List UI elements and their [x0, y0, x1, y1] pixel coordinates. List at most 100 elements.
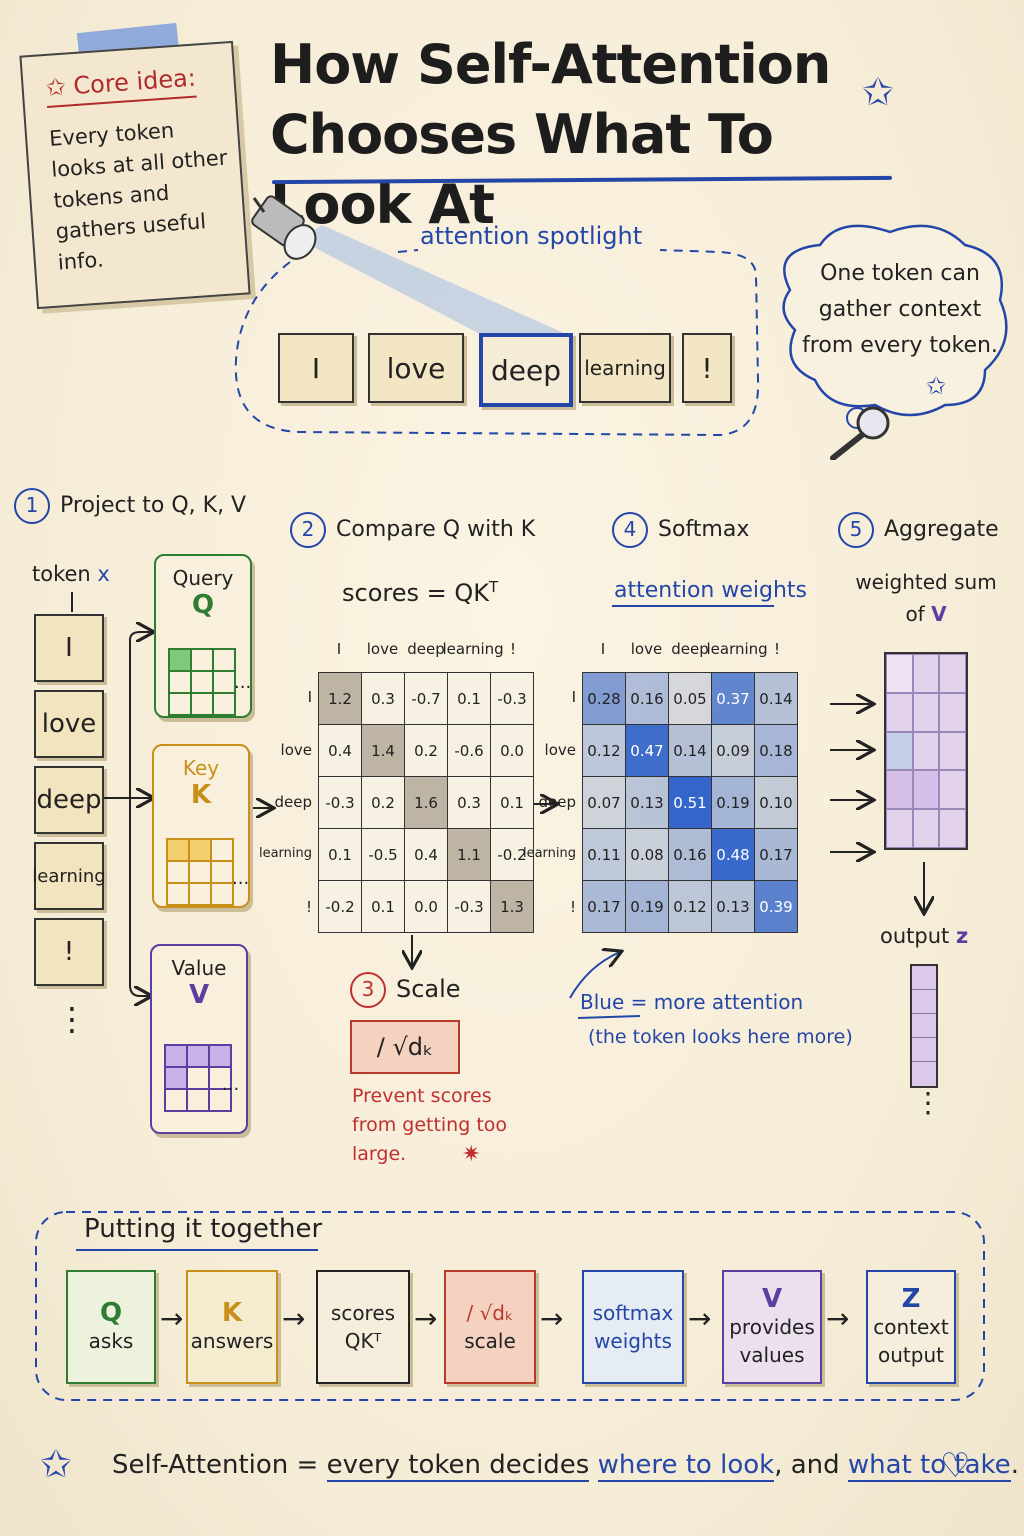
matrix-cell: 0.2	[361, 776, 405, 829]
matrix-cell: 0.28	[582, 672, 626, 725]
legend-subtext: (the token looks here more)	[588, 1026, 853, 1048]
matrix-cell: 0.2	[404, 724, 448, 777]
matrix-cell: -0.2	[490, 828, 534, 881]
weighted-sum-label: weighted sum of V	[855, 570, 997, 626]
pipeline-step-top: V	[761, 1284, 783, 1314]
matrix-cell: 0.18	[754, 724, 798, 777]
scale-note: Prevent scores from getting too large.	[352, 1085, 508, 1165]
matrix-col-header: learning	[706, 640, 768, 658]
pipeline-arrow-icon: →	[688, 1302, 712, 1335]
pipeline-step-bottom: weights	[594, 1329, 672, 1353]
thought-cloud	[782, 224, 1008, 417]
matrix-row-header: deep	[274, 793, 313, 811]
matrix-cell: 0.37	[711, 672, 755, 725]
matrix-row-header: love	[280, 740, 312, 759]
pipeline-step-top: / √dₖ	[466, 1301, 514, 1325]
value-matrix-icon	[164, 1044, 232, 1112]
matrix-cell: 0.12	[582, 724, 626, 777]
pipeline-step-top: softmax	[592, 1301, 674, 1325]
spotlight-token: love	[368, 333, 464, 403]
matrix-cell: 0.3	[361, 672, 405, 725]
attention-weights-label: attention weights	[614, 578, 807, 603]
cloud-star-icon: ✩	[926, 372, 947, 400]
spotlight-svg	[234, 195, 1008, 460]
matrix-row-header: learning	[258, 845, 312, 861]
matrix-row-header: love	[544, 740, 576, 759]
input-token: !	[34, 918, 104, 986]
matrix-col-header: deep	[671, 640, 709, 658]
pipeline-step-bottom: provides values	[729, 1315, 815, 1367]
output-z-label: output z	[880, 924, 969, 948]
matrix-cell: 1.4	[361, 724, 405, 777]
matrix-row-header: !	[569, 898, 576, 916]
summary-frame-svg	[35, 1211, 985, 1401]
output-more: ⋮	[914, 1086, 942, 1119]
matrix-cell: 0.13	[711, 880, 755, 933]
query-box: Query Q ...	[154, 554, 252, 718]
spotlight-icon	[251, 195, 317, 260]
matrix-cell: 0.17	[754, 828, 798, 881]
matrix-col-header: love	[630, 640, 663, 658]
matrix-cell: 0.19	[711, 776, 755, 829]
pipeline-step-bottom: scale	[464, 1329, 516, 1353]
matrix-cell: 0.11	[582, 828, 626, 881]
pipeline-arrow-icon: →	[826, 1302, 850, 1335]
matrix-cell: 1.1	[447, 828, 491, 881]
input-token: learning	[32, 842, 106, 910]
token-x-label: token x	[32, 562, 110, 586]
pipeline-step-bottom: asks	[88, 1329, 134, 1353]
spotlight-dashed-frame	[234, 249, 760, 437]
matrix-cell: -0.3	[447, 880, 491, 933]
matrix-cell: 0.12	[668, 880, 712, 933]
matrix-row-header: !	[305, 898, 312, 916]
heart-icon: ♡	[940, 1446, 971, 1486]
matrix-col-header: !	[509, 640, 516, 658]
matrix-cell: -0.7	[404, 672, 448, 725]
matrix-cell: 0.1	[490, 776, 534, 829]
matrix-cell: 0.1	[318, 828, 362, 881]
connector-arrows	[71, 592, 1024, 1019]
value-box: Value V ...	[150, 944, 248, 1134]
pipeline-step-box: / √dₖ scale	[444, 1270, 536, 1384]
pipeline-arrow-icon: →	[160, 1302, 184, 1335]
matrix-cell: 0.16	[668, 828, 712, 881]
matrix-cell: 0.10	[754, 776, 798, 829]
footer-star-icon: ✩	[40, 1442, 72, 1486]
matrix-row-header: I	[307, 688, 312, 706]
summary-dashed-frame	[35, 1211, 985, 1401]
matrix-cell: 0.08	[625, 828, 669, 881]
matrix-cell: 0.3	[447, 776, 491, 829]
legend-heading: Blue = more attention	[580, 990, 804, 1014]
matrix-cell: 0.0	[404, 880, 448, 933]
matrix-cell: -0.2	[318, 880, 362, 933]
title-star-icon: ✩	[862, 70, 894, 114]
matrix-col-header: I	[336, 640, 342, 658]
matrix-cell: -0.3	[318, 776, 362, 829]
pipeline-step-bottom: QKᵀ	[344, 1329, 382, 1353]
pipeline-step-top: K	[221, 1298, 243, 1328]
spotlight-token-highlighted: deep	[479, 333, 573, 407]
page-title: How Self-Attention Chooses What To Look …	[270, 33, 831, 236]
matrix-row-header: deep	[538, 793, 577, 811]
magnifier-icon	[830, 406, 890, 460]
matrix-row-header: I	[571, 688, 576, 706]
matrix-row-header: learning	[522, 845, 576, 861]
spotlight-label: attention spotlight	[420, 222, 643, 250]
